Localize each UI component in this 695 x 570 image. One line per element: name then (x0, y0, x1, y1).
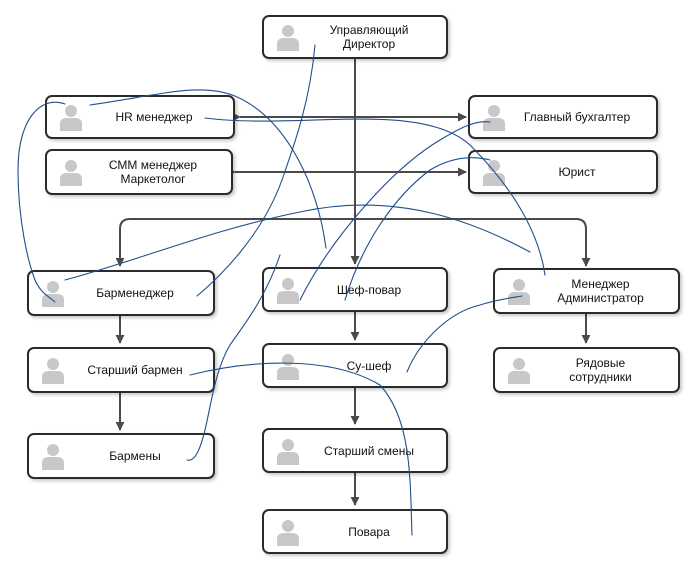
person-icon (42, 281, 64, 307)
person-icon (277, 353, 299, 380)
node-label: Бармены (109, 449, 161, 463)
person-icon (42, 358, 64, 384)
person-icon (60, 160, 82, 186)
person-icon (42, 444, 64, 470)
node-staff[interactable]: Рядовые сотрудники (493, 347, 680, 393)
person-icon (60, 105, 82, 131)
person-icon (277, 438, 299, 465)
node-admin-manager[interactable]: Менеджер Администратор (493, 268, 680, 314)
node-label: Барменеджер (96, 286, 174, 300)
node-shift-senior[interactable]: Старший смены (262, 428, 448, 473)
node-smm-manager[interactable]: СММ менеджер Маркетолог (45, 149, 233, 195)
node-sous-chef[interactable]: Су-шеф (262, 343, 448, 388)
person-icon (483, 105, 505, 131)
person-icon (277, 25, 299, 51)
person-icon (508, 358, 530, 384)
node-bartenders[interactable]: Бармены (27, 433, 215, 479)
node-hr-manager[interactable]: HR менеджер (45, 95, 235, 139)
node-bar-manager[interactable]: Барменеджер (27, 270, 215, 316)
node-cooks[interactable]: Повара (262, 509, 448, 554)
node-chief-accountant[interactable]: Главный бухгалтер (468, 95, 658, 139)
connector-bus-left (115, 218, 355, 267)
person-icon (508, 279, 530, 305)
node-label: Менеджер Администратор (557, 277, 644, 305)
person-icon (483, 160, 505, 186)
person-icon (277, 519, 299, 546)
node-director[interactable]: Управляющий Директор (262, 15, 448, 59)
node-label: Рядовые сотрудники (569, 356, 632, 384)
node-chef[interactable]: Шеф-повар (262, 267, 448, 312)
node-label: Управляющий Директор (329, 23, 409, 51)
person-icon (277, 277, 299, 304)
node-senior-bartender[interactable]: Старший бармен (27, 347, 215, 393)
node-label: Юрист (558, 165, 596, 179)
node-label: Старший бармен (87, 363, 183, 377)
connector-bus-right (355, 218, 591, 267)
node-lawyer[interactable]: Юрист (468, 150, 658, 194)
